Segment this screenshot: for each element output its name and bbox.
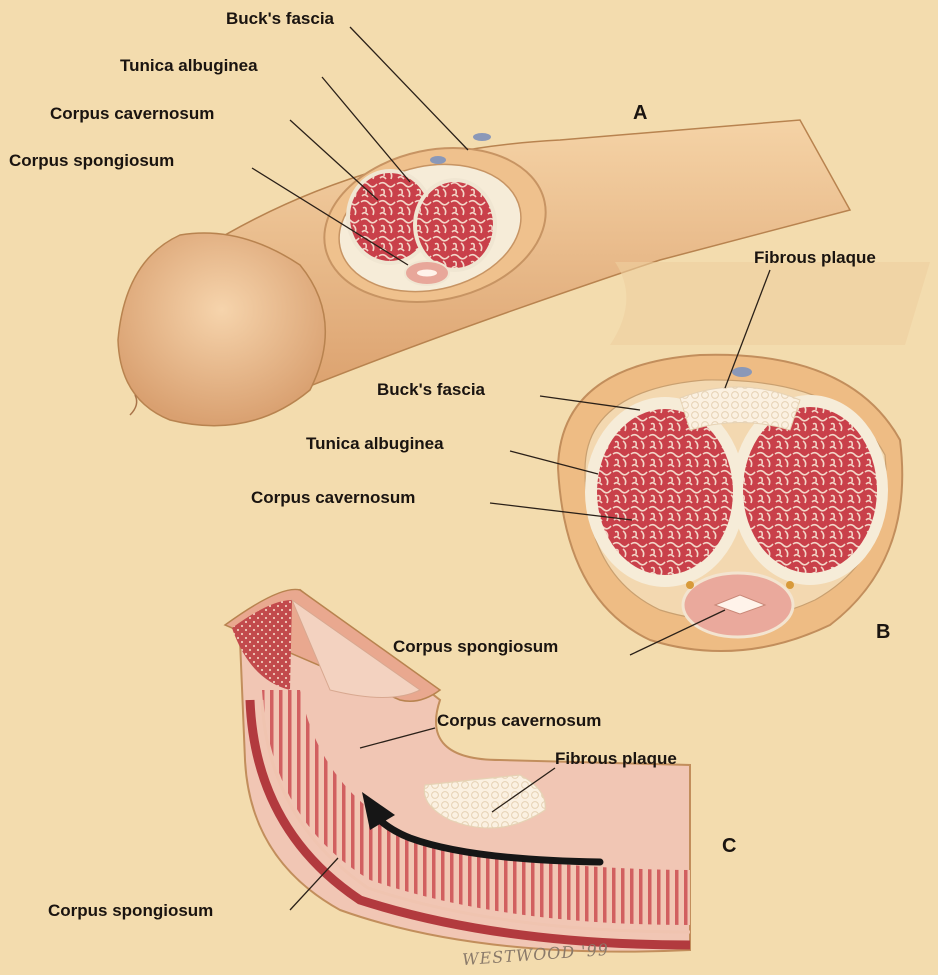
panel-label-b: B [876, 622, 890, 642]
label-c-corpus-cavernosum: Corpus cavernosum [437, 712, 601, 729]
label-b-corpus-cavernosum: Corpus cavernosum [251, 489, 415, 506]
label-c-corpus-spongiosum: Corpus spongiosum [48, 902, 213, 919]
panel-b-figure [558, 262, 930, 651]
label-a-corpus-cavernosum: Corpus cavernosum [50, 105, 214, 122]
label-a-corpus-spongiosum: Corpus spongiosum [9, 152, 174, 169]
label-b-bucks-fascia: Buck's fascia [377, 381, 485, 398]
label-c-fibrous-plaque: Fibrous plaque [555, 750, 677, 767]
label-a-tunica-albuginea: Tunica albuginea [120, 57, 258, 74]
label-b-corpus-spongiosum: Corpus spongiosum [393, 638, 558, 655]
label-b-fibrous-plaque: Fibrous plaque [754, 249, 876, 266]
label-a-bucks-fascia: Buck's fascia [226, 10, 334, 27]
label-b-tunica-albuginea: Tunica albuginea [306, 435, 444, 452]
panel-label-a: A [633, 103, 647, 123]
panel-label-c: C [722, 836, 736, 856]
